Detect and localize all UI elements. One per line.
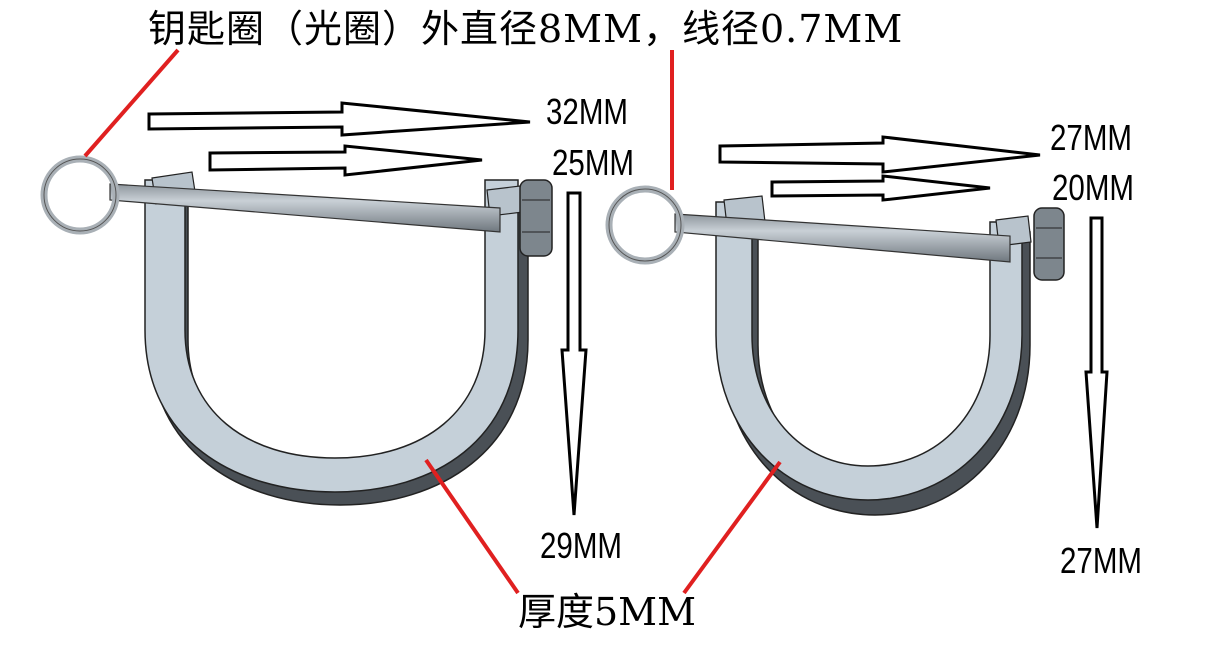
large-shackle	[40, 155, 553, 506]
arrow-25mm	[208, 144, 483, 177]
pin-nut	[1033, 207, 1065, 281]
title-label: 钥匙圈（光圈）外直径8MM，线径0.7MM	[148, 7, 904, 51]
dim-27mm-height: 27MM	[1060, 540, 1143, 581]
small-shackle	[605, 185, 1065, 516]
arrow-32mm	[147, 101, 531, 137]
arrow-27mm-width	[718, 135, 1041, 174]
shackle-body-face	[144, 179, 519, 493]
arrow-27mm-height	[1084, 216, 1109, 529]
arrow-29mm	[560, 191, 588, 516]
dim-20mm: 20MM	[1052, 167, 1135, 208]
shackle-pin	[109, 183, 501, 233]
dim-29mm: 29MM	[540, 525, 623, 566]
dim-32mm: 32MM	[546, 91, 629, 132]
shackle-pin	[674, 213, 1011, 263]
dimension-arrows	[147, 101, 1109, 529]
leader-lines	[83, 48, 782, 595]
dim-25mm: 25MM	[552, 142, 635, 183]
dim-27mm-width: 27MM	[1050, 117, 1133, 158]
arrow-20mm	[770, 174, 991, 202]
thickness-label: 厚度5MM	[518, 590, 696, 634]
pin-nut	[519, 179, 553, 257]
